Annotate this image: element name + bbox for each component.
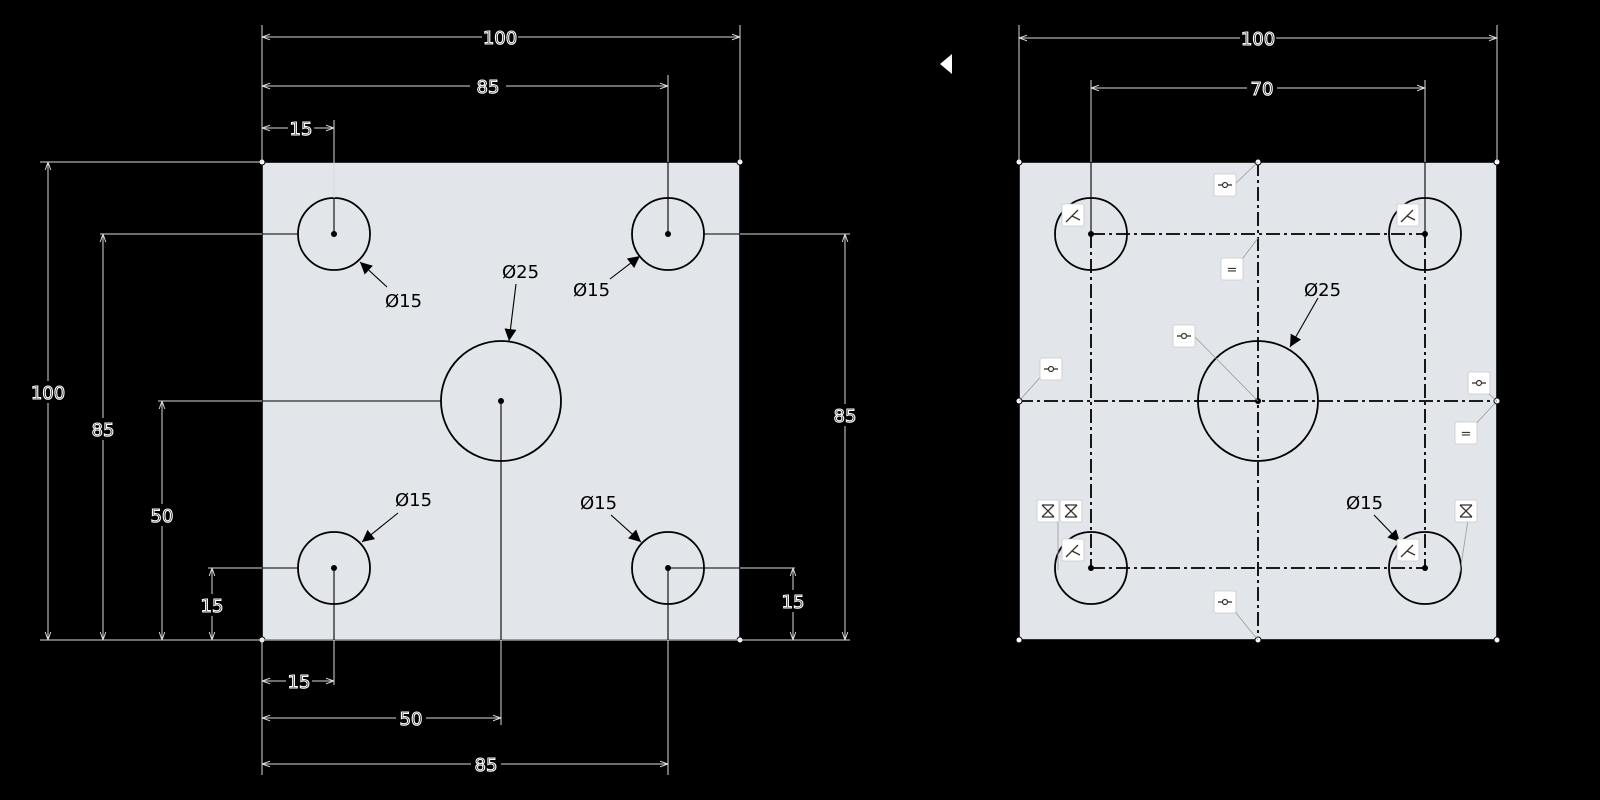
symmetric-icon[interactable] [1036, 499, 1060, 523]
collapse-triangle-icon[interactable] [940, 54, 952, 74]
coincident-icon[interactable] [1213, 173, 1237, 197]
svg-text:=: = [1227, 263, 1238, 278]
dim-left-85[interactable]: 85 [91, 419, 115, 441]
symmetric-icon[interactable] [1059, 499, 1083, 523]
dim-top-15[interactable]: 15 [289, 118, 313, 140]
dim-right-15[interactable]: 15 [781, 591, 805, 613]
dim-right-85[interactable]: 85 [833, 405, 857, 427]
label-hole-bottom-left[interactable]: Ø15 [395, 490, 432, 511]
right-hole-bottom-left[interactable] [1054, 531, 1128, 605]
dim-left-total[interactable]: 100 [30, 382, 65, 404]
dim-left-15[interactable]: 15 [200, 595, 224, 617]
label-hole-bottom-right[interactable]: Ø15 [580, 493, 617, 514]
label-hole-center[interactable]: Ø25 [502, 262, 539, 283]
equal-icon[interactable]: = [1454, 421, 1478, 445]
tangent-icon[interactable] [1061, 203, 1085, 227]
dim-left-50[interactable]: 50 [150, 505, 174, 527]
tangent-icon[interactable] [1396, 203, 1420, 227]
symmetric-icon[interactable] [1454, 499, 1478, 523]
dim-top-85[interactable]: 85 [476, 76, 500, 98]
label-hole-top-right[interactable]: Ø15 [573, 280, 610, 301]
coincident-icon[interactable] [1467, 371, 1491, 395]
svg-text:=: = [1461, 427, 1472, 442]
dim-bottom-15[interactable]: 15 [287, 671, 311, 693]
right-label-hole-bottom-right[interactable]: Ø15 [1346, 493, 1383, 514]
label-hole-top-left[interactable]: Ø15 [385, 291, 422, 312]
coincident-icon[interactable] [1213, 590, 1237, 614]
left-sketch-view: 100 85 15 100 85 50 15 85 15 15 50 [28, 25, 860, 777]
dim-bottom-50[interactable]: 50 [399, 708, 423, 730]
right-dim-top-70[interactable]: 70 [1250, 78, 1274, 100]
dim-top-width[interactable]: 100 [482, 27, 517, 49]
right-sketch-view: 100 70 Ø25 Ø15 = [1015, 25, 1501, 644]
coincident-icon[interactable] [1172, 324, 1196, 348]
tangent-icon[interactable] [1396, 538, 1420, 562]
tangent-icon[interactable] [1061, 538, 1085, 562]
right-label-hole-center[interactable]: Ø25 [1304, 280, 1341, 301]
right-dim-top-width[interactable]: 100 [1240, 28, 1275, 50]
coincident-icon[interactable] [1039, 357, 1063, 381]
right-hole-center[interactable] [1197, 340, 1319, 462]
dim-bottom-85[interactable]: 85 [474, 754, 498, 776]
equal-icon[interactable]: = [1220, 257, 1244, 281]
